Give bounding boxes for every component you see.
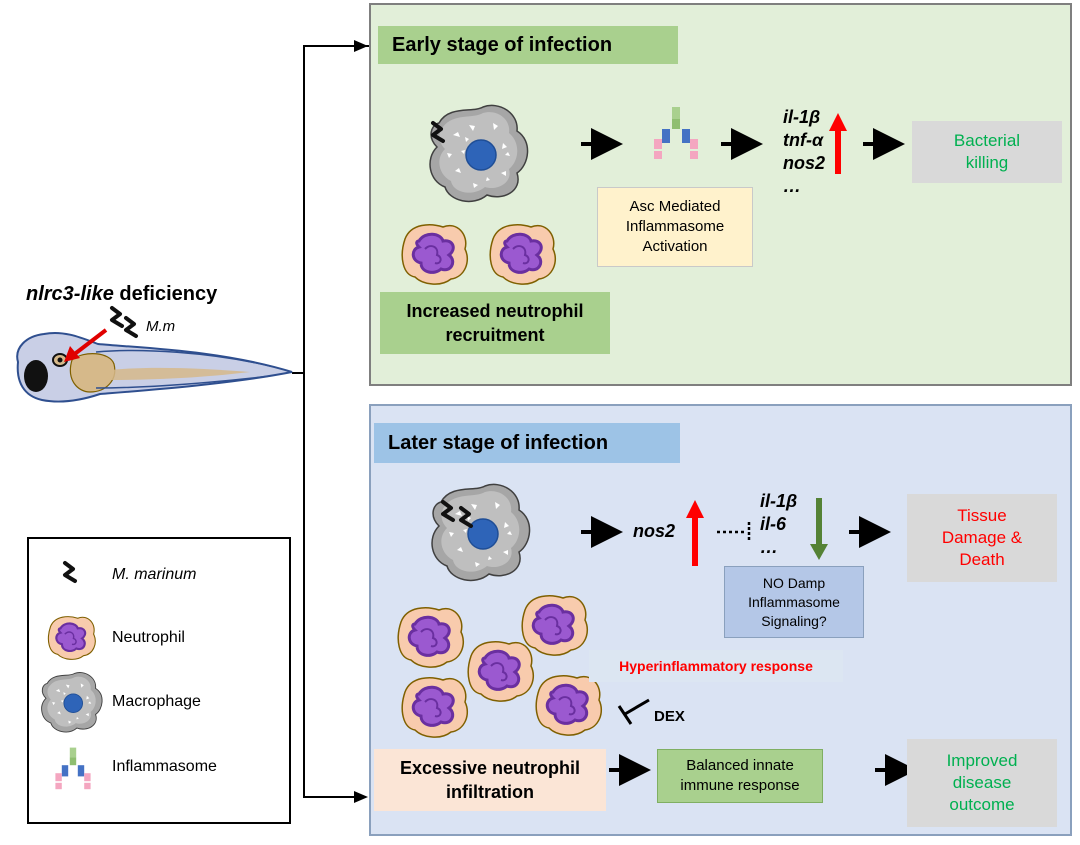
later-stage-graphics — [396, 483, 917, 786]
bracket-arrow-bottom — [354, 791, 368, 803]
early-stage-title: Early stage of infection — [378, 26, 678, 64]
later-nos2: nos2 — [633, 521, 676, 541]
gene-ellipsis: … — [783, 176, 801, 196]
neutrophil-icon — [488, 223, 557, 286]
neutrophil-icon — [47, 615, 97, 661]
macrophage-icon — [41, 672, 103, 733]
dex-label: DEX — [654, 708, 685, 725]
neutrophil-icon — [400, 223, 469, 286]
early-stage-graphics — [400, 104, 905, 286]
m-marinum-icon — [63, 561, 77, 583]
neutrophil-icon — [520, 594, 589, 657]
increased-neutrophil-box: Increased neutrophil recruitment — [380, 292, 610, 354]
pathogen-label: M.m — [146, 318, 176, 335]
bracket-line — [303, 45, 369, 798]
gene-nos2: nos2 — [783, 153, 826, 173]
deficiency-word: deficiency — [113, 283, 218, 305]
no-damp-box: NO Damp Inflammasome Signaling? — [724, 566, 864, 638]
excessive-neutrophil-box: Excessive neutrophil infiltration — [374, 749, 606, 811]
zebrafish-larva — [16, 332, 293, 403]
legend-label-mmarinum: M. marinum — [112, 566, 197, 583]
neutrophil-icon — [466, 640, 535, 703]
legend-label-inflammasome: Inflammasome — [112, 758, 217, 775]
bacterial-killing-box: Bacterial killing — [912, 121, 1062, 183]
deficiency-gene: nlrc3-like — [26, 283, 114, 305]
infection-arrow — [70, 328, 108, 358]
asc-box: Asc Mediated Inflammasome Activation — [597, 187, 753, 267]
balanced-response-box: Balanced innate immune response — [657, 749, 823, 803]
gene-tnfa: tnf-α — [783, 130, 824, 150]
early-gene-list: il-1β tnf-α nos2 … — [783, 106, 825, 198]
gene-il6: il-6 — [760, 514, 787, 534]
m-marinum-icon — [110, 306, 124, 328]
gene-il1b: il-1β — [783, 107, 821, 127]
legend-label-neutrophil: Neutrophil — [112, 629, 185, 646]
down-arrow — [816, 498, 822, 546]
bracket-arrow-top — [354, 40, 368, 52]
gene-il1b: il-1β — [760, 491, 798, 511]
neutrophil-icon — [534, 674, 603, 737]
hyperinflammatory-label: Hyperinflammatory response — [589, 650, 843, 682]
deficiency-label: nlrc3-like deficiency — [26, 283, 217, 306]
inflammasome-icon — [55, 747, 91, 790]
tissue-damage-box: Tissue Damage & Death — [907, 494, 1057, 582]
later-stage-title: Later stage of infection — [374, 423, 680, 463]
gene-ellipsis: … — [760, 537, 778, 557]
inflammasome-icon — [654, 107, 698, 159]
dex-inhibitor — [624, 698, 650, 716]
neutrophil-icon — [400, 676, 469, 739]
legend-label-macrophage: Macrophage — [112, 693, 201, 710]
later-gene-list: il-1β il-6 … — [760, 490, 797, 559]
improved-outcome-box: Improved disease outcome — [907, 739, 1057, 827]
up-arrow — [835, 129, 841, 174]
neutrophil-icon — [396, 606, 465, 669]
macrophage-icon — [431, 483, 531, 582]
macrophage-icon — [429, 104, 529, 203]
up-arrow — [692, 516, 698, 566]
